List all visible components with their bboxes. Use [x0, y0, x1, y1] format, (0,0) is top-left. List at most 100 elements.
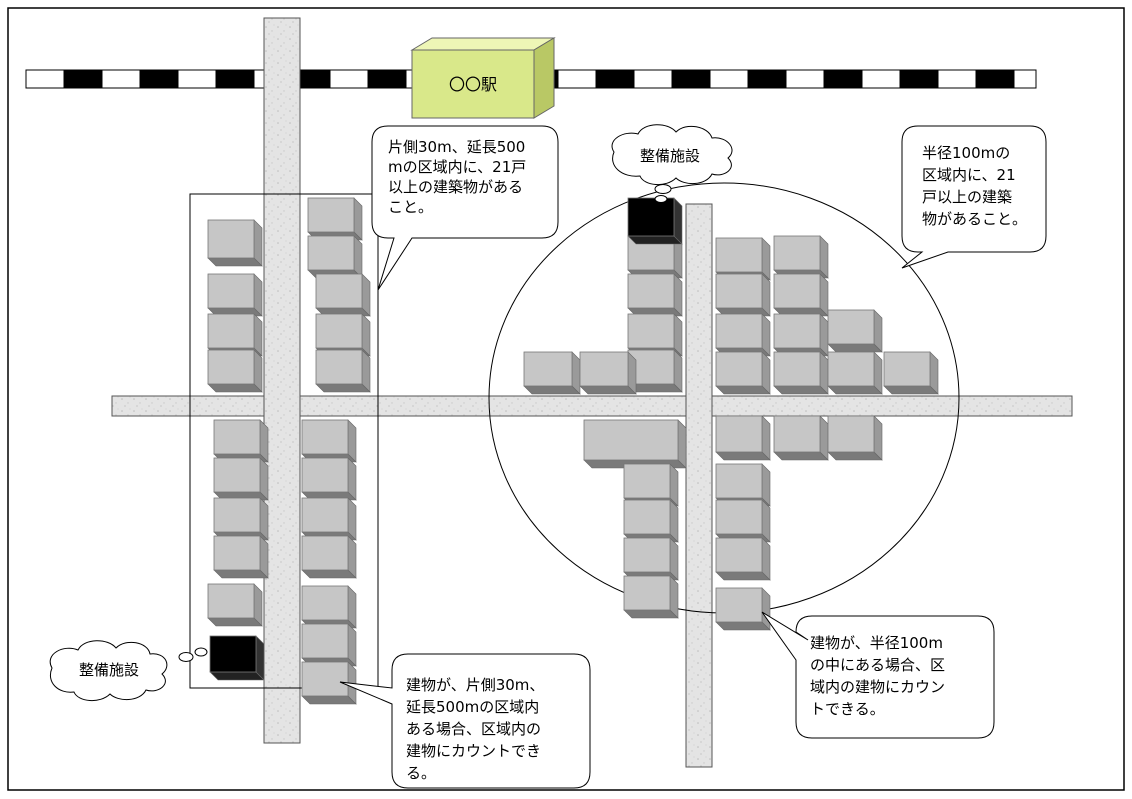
radius-count-line: トできる。	[810, 700, 885, 718]
building	[301, 419, 357, 463]
rail-segment	[595, 69, 635, 89]
corridor-count-line: 建物にカウントでき	[406, 742, 541, 760]
building	[715, 537, 771, 581]
building	[301, 535, 357, 579]
building	[207, 583, 263, 627]
corridor-rule-line: mの区域内に、21戸	[388, 158, 526, 176]
building	[715, 587, 771, 631]
station-building: 〇〇駅	[410, 37, 556, 119]
horizontal-road	[111, 395, 1073, 417]
building	[579, 351, 637, 395]
building	[301, 585, 357, 629]
building	[213, 419, 269, 463]
facility-cloud-right: 整備施設	[611, 124, 733, 203]
rail-segment	[823, 69, 863, 89]
rail-segment	[329, 69, 369, 89]
radius-count-line: 建物が、半径100m	[810, 634, 943, 652]
radius-rule-line: 物があること。	[922, 210, 1027, 228]
building	[627, 273, 683, 317]
building	[827, 309, 883, 353]
rail-segment	[101, 69, 141, 89]
building	[773, 313, 829, 357]
radius-count-line: の中にある場合、区	[810, 656, 945, 674]
building	[213, 457, 269, 501]
radius-rule-line: 区域内に、21	[922, 166, 1016, 184]
building	[301, 497, 357, 541]
building	[301, 623, 357, 667]
facility-cloud-left: 整備施設	[49, 640, 208, 701]
rail-segment	[63, 69, 103, 89]
radius-count-line: 域内の建物にカウン	[810, 678, 945, 696]
corridor-count-line: 延長500mの区域内	[406, 698, 539, 716]
building	[623, 499, 679, 543]
building	[307, 197, 363, 241]
building	[207, 273, 263, 317]
building	[715, 415, 771, 461]
building	[207, 219, 263, 267]
rail-segment	[367, 69, 407, 89]
building	[315, 273, 371, 317]
facility-block-left	[209, 635, 265, 681]
corridor-rule-line: 片側30m、延長500	[388, 138, 525, 156]
outer-frame	[7, 7, 1125, 791]
building	[213, 497, 269, 541]
facility-block-right	[627, 197, 683, 245]
building	[773, 351, 829, 395]
rail-segment	[975, 69, 1015, 89]
rail-segment	[139, 69, 179, 89]
building	[207, 349, 263, 393]
corridor-count-line: る。	[406, 764, 436, 782]
corridor-count-line: 建物が、片側30m、	[406, 676, 544, 694]
rail-segment	[1013, 69, 1037, 89]
building	[827, 351, 883, 395]
station-label: 〇〇駅	[449, 75, 497, 94]
building-group	[207, 197, 939, 705]
building	[773, 415, 829, 461]
building	[301, 457, 357, 501]
vertical-road-right	[685, 203, 713, 768]
rail-segment	[671, 69, 711, 89]
facility-label-right: 整備施設	[640, 147, 700, 165]
rail-segment	[557, 69, 597, 89]
corridor-zone	[189, 193, 379, 689]
building	[715, 313, 771, 357]
building	[827, 415, 883, 461]
building	[715, 351, 771, 395]
building	[583, 419, 687, 469]
building	[623, 575, 679, 619]
rail-segment	[747, 69, 787, 89]
building	[715, 499, 771, 543]
rail-segment	[709, 69, 749, 89]
building	[523, 351, 581, 395]
radius-rule-line: 戸以上の建築	[922, 188, 1012, 206]
rail-segment	[937, 69, 977, 89]
rail-segment	[633, 69, 673, 89]
facility-label-left: 整備施設	[79, 661, 139, 679]
corridor-rule-line: こと。	[388, 198, 433, 216]
corridor-count-line: ある場合、区域内の	[406, 720, 541, 738]
rail-segment	[215, 69, 255, 89]
building	[773, 273, 829, 317]
rail-segment	[25, 69, 65, 89]
rail-segment	[785, 69, 825, 89]
rail-segment	[177, 69, 217, 89]
rail-segment	[861, 69, 901, 89]
building	[315, 349, 371, 393]
building	[623, 537, 679, 581]
rail-segment	[899, 69, 939, 89]
corridor-rule-line: 以上の建築物がある	[388, 178, 523, 196]
facility-blocks	[209, 197, 683, 681]
building	[773, 235, 829, 279]
radius-rule-line: 半径100mの	[922, 144, 1010, 162]
building	[213, 535, 269, 579]
building	[307, 235, 363, 279]
building	[715, 273, 771, 317]
building	[301, 661, 357, 705]
vertical-road-left	[263, 17, 301, 744]
